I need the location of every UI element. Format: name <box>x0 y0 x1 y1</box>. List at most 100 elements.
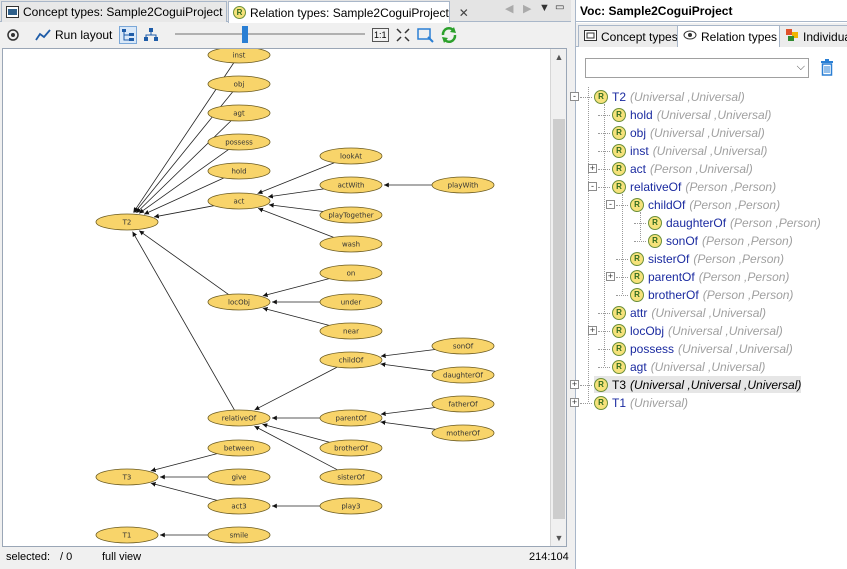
graph-node-T2[interactable]: T2 <box>95 213 159 231</box>
minimize-icon[interactable]: ▭ <box>555 2 565 13</box>
graph-node-T1[interactable]: T1 <box>95 526 159 544</box>
zoom-one-button[interactable]: 1:1 <box>372 28 389 42</box>
graph-node-brotherOf[interactable]: brotherOf <box>319 439 383 457</box>
tab-vocab-concept-types[interactable]: Concept types <box>578 25 684 47</box>
graph-node-wash[interactable]: wash <box>319 235 383 253</box>
tree-connector <box>598 151 610 152</box>
tree-item-label: T3 <box>612 377 627 392</box>
graph-node-act[interactable]: act <box>207 192 271 210</box>
tab-list-dropdown-icon[interactable]: ▼ <box>539 2 550 14</box>
type-filter-combobox[interactable]: ⌵ <box>585 58 809 78</box>
collapse-icon[interactable]: - <box>570 92 579 101</box>
tree-item-signature: (Universal ,Universal) <box>652 143 768 158</box>
expand-icon[interactable]: + <box>570 379 579 389</box>
graph-node-under[interactable]: under <box>319 293 383 311</box>
refresh-icon[interactable] <box>440 26 458 44</box>
zoom-selection-icon[interactable] <box>417 26 435 44</box>
expand-icon[interactable]: + <box>606 271 615 281</box>
graph-node-near[interactable]: near <box>319 322 383 340</box>
tree-connector <box>616 295 628 296</box>
vertical-scrollbar[interactable]: ▲ ▼ <box>550 49 566 546</box>
nav-back-icon[interactable]: ◀ <box>505 3 514 15</box>
tab-vocab-relation-types[interactable]: Relation types <box>677 25 784 47</box>
graph-node-playWith[interactable]: playWith <box>431 176 495 194</box>
run-layout-button[interactable]: Run layout <box>35 26 112 44</box>
expand-icon[interactable]: + <box>588 325 597 335</box>
graph-node-lookAt[interactable]: lookAt <box>319 147 383 165</box>
scroll-down-icon[interactable]: ▼ <box>554 533 564 543</box>
graph-node-sonOf[interactable]: sonOf <box>431 337 495 355</box>
hierarchy-layout-button[interactable] <box>143 26 159 44</box>
tab-relation-types[interactable]: R Relation types: Sample2CoguiProject ✕ <box>228 1 469 23</box>
tree-item-label: locObj <box>630 323 665 338</box>
graph-node-agt[interactable]: agt <box>207 104 271 122</box>
tab-concept-types[interactable]: Concept types: Sample2CoguiProject <box>1 1 227 22</box>
scrollbar-thumb[interactable] <box>553 119 565 519</box>
graph-node-inst[interactable]: inst <box>207 49 271 64</box>
graph-node-fatherOf[interactable]: fatherOf <box>431 395 495 413</box>
tree-item-signature: (Person ,Person) <box>730 215 821 230</box>
graph-node-playTogether[interactable]: playTogether <box>319 206 383 224</box>
expand-icon[interactable]: + <box>588 163 597 173</box>
graph-node-hold[interactable]: hold <box>207 162 271 180</box>
graph-node-possess[interactable]: possess <box>207 133 271 151</box>
graph-node-give[interactable]: give <box>207 468 271 486</box>
relation-eye-icon <box>683 29 697 44</box>
close-icon[interactable]: ✕ <box>458 5 469 20</box>
graph-node-act3[interactable]: act3 <box>207 497 271 515</box>
gear-layout-icon[interactable] <box>5 26 21 44</box>
graph-node-actWith[interactable]: actWith <box>319 176 383 194</box>
graph-node-daughterOf[interactable]: daughterOf <box>431 366 495 384</box>
chevron-down-icon[interactable]: ⌵ <box>796 61 805 73</box>
collapse-icon[interactable]: - <box>588 182 597 191</box>
graph-node-locObj[interactable]: locObj <box>207 293 271 311</box>
graph-node-between[interactable]: between <box>207 439 271 457</box>
scroll-up-icon[interactable]: ▲ <box>554 52 564 62</box>
graph-node-T3[interactable]: T3 <box>95 468 159 486</box>
graph-node-label: act <box>234 198 245 206</box>
trash-icon[interactable] <box>820 58 836 78</box>
graph-node-label: actWith <box>338 182 365 190</box>
fit-view-icon[interactable] <box>395 26 411 44</box>
edge-act3-to-T3 <box>150 482 218 501</box>
graph-node-play3[interactable]: play3 <box>319 497 383 515</box>
edge-daughterOf-to-childOf <box>380 362 436 372</box>
tree-item-label: parentOf <box>648 269 695 284</box>
graph-node-sisterOf[interactable]: sisterOf <box>319 468 383 486</box>
tree-layout-button[interactable] <box>119 26 137 44</box>
graph-node-smile[interactable]: smile <box>207 526 271 544</box>
graph-node-motherOf[interactable]: motherOf <box>431 424 495 442</box>
expand-icon[interactable]: + <box>570 397 579 407</box>
graph-node-on[interactable]: on <box>319 264 383 282</box>
collapse-icon[interactable]: - <box>606 200 615 209</box>
tab-vocab-individuals[interactable]: Individua <box>779 25 847 47</box>
zoom-slider-track[interactable] <box>175 33 365 35</box>
zoom-slider-thumb[interactable] <box>242 26 248 43</box>
graph-node-childOf[interactable]: childOf <box>319 351 383 369</box>
nav-forward-icon[interactable]: ▶ <box>523 3 532 15</box>
graph-node-obj[interactable]: obj <box>207 75 271 93</box>
graph-node-relativeOf[interactable]: relativeOf <box>207 409 271 427</box>
graph-node-parentOf[interactable]: parentOf <box>319 409 383 427</box>
